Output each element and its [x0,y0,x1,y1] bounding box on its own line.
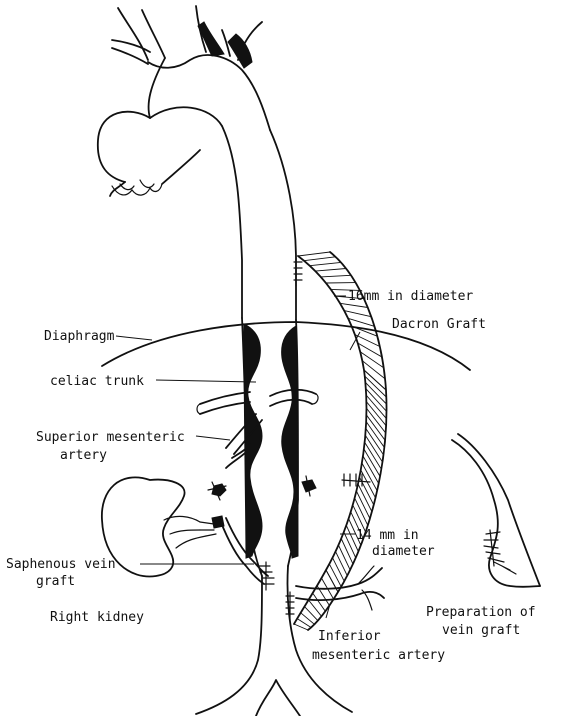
graft-hatch-line [366,428,384,454]
graft-hatch-line [338,545,350,570]
graft-hatch-line [366,422,384,448]
label-saphenous-1: Saphenous vein [6,557,116,572]
label-dacron-graft: Dacron Graft [392,317,486,332]
label-preparation-1: Preparation of [426,605,536,620]
aortic-wall-right [282,326,298,558]
graft-hatch-line [344,532,356,558]
leader-celiac [156,380,256,382]
label-right-kidney: Right kidney [50,610,144,625]
label-preparation-2: vein graft [442,623,520,638]
distal-anastomosis-sutures [286,592,294,620]
graft-hatch-line [366,402,386,426]
dacron-graft [286,252,387,630]
leader-lines [116,296,360,618]
graft-hatch-line [336,551,348,575]
graft-hatch-line [364,370,386,390]
right-kidney [102,477,224,576]
graft-hatch-line [362,361,385,379]
graft-hatch-line [321,275,351,277]
leader-diaphragm [116,336,152,340]
graft-hatch-line [344,311,371,317]
graft-hatch-line [333,558,345,582]
graft-hatch-line [298,252,330,256]
graft-hatch-line [366,415,385,440]
graft-hatch-line [341,539,353,564]
graft-hatch-line [304,257,336,261]
label-inferior-1: Inferior [318,629,381,644]
graft-hatch-line [310,262,341,265]
aortic-arch [98,6,270,196]
label-16mm-diameter: 16mm in diameter [348,289,473,304]
label-celiac-trunk: celiac trunk [50,374,144,389]
labels: 16mm in diameter Dacron Graft Diaphragm … [6,289,536,663]
label-14mm-2: diameter [372,544,435,559]
descending-aorta [222,126,298,576]
label-diaphragm: Diaphragm [44,329,115,344]
arch-branch-root-right [228,34,252,68]
graft-hatch-line [366,408,385,433]
graft-hatch-line [365,376,387,397]
graft-hatch-line [294,624,308,630]
graft-hatching [294,252,387,630]
label-inferior-2: mesenteric artery [312,648,445,663]
label-14mm-1: 14 mm in [356,528,419,543]
aortic-wall-left [244,324,262,558]
graft-hatch-line [366,395,386,418]
graft-hatch-line [315,269,346,272]
graft-hatch-line [355,498,368,526]
vein-graft-preparation [452,434,540,587]
leader-superior-mesenteric [196,436,230,440]
label-superior-mesenteric-2: artery [60,448,107,463]
graft-hatch-line [329,564,341,587]
label-superior-mesenteric-1: Superior mesenteric [36,430,185,445]
graft-hatch-line [366,389,387,412]
label-saphenous-2: graft [36,574,75,589]
graft-hatch-line [365,382,386,404]
